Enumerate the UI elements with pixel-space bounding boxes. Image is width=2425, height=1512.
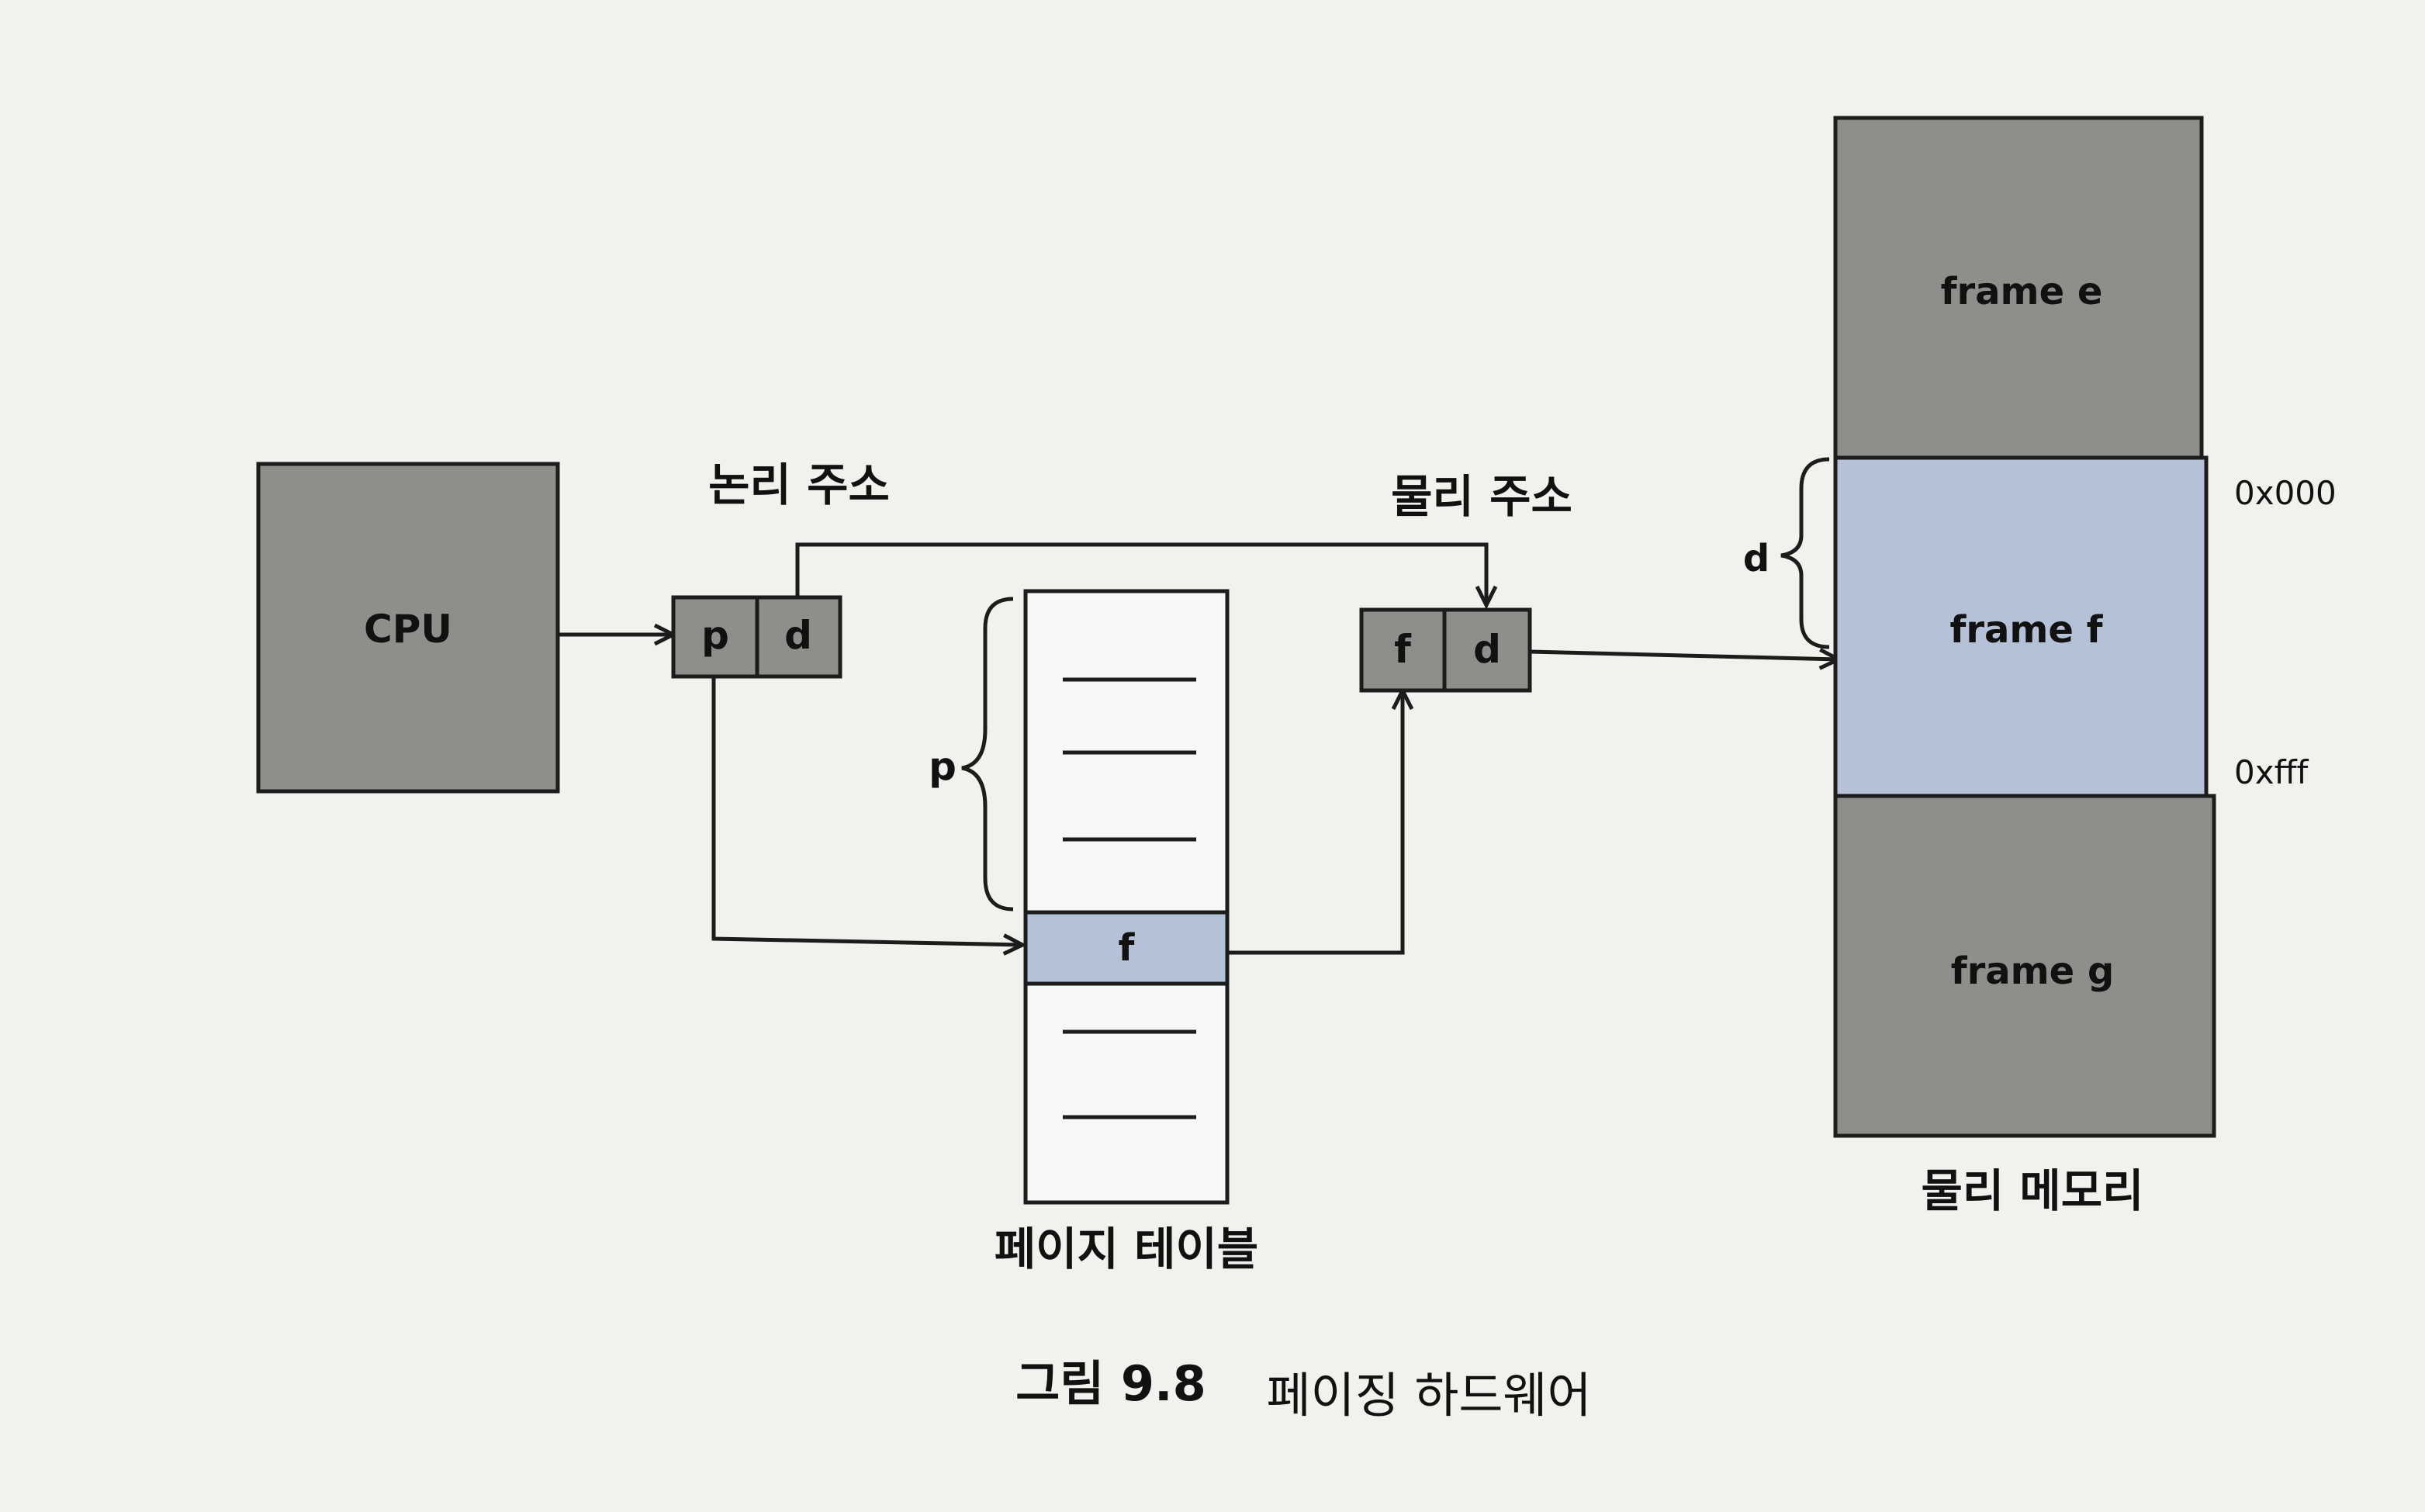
frame-f-block [1833, 455, 2209, 798]
page-number-to-table-arrow [711, 676, 1022, 945]
physical-memory: frame e frame f frame g [1833, 116, 2216, 1138]
figure-title: 페이징 하드웨어 [1267, 1367, 1592, 1424]
logical-offset-field: d [784, 613, 812, 658]
logical-address-box: p d [671, 595, 842, 679]
figure-caption: 그림 9.8 페이징 하드웨어 [1015, 1355, 1591, 1424]
physical-address-box: f d [1359, 607, 1532, 693]
offset-brace-label: d [1743, 537, 1769, 580]
end-address-label: 0xfff [2234, 753, 2309, 791]
frame-g-block [1833, 794, 2216, 1138]
cpu-box: CPU [256, 462, 560, 794]
logical-address-label: 논리 주소 [708, 458, 890, 511]
page-table-label: 페이지 테이블 [995, 1223, 1258, 1275]
frame-f-label: frame f [1949, 608, 2103, 652]
page-table: f [1023, 589, 1230, 1205]
logical-page-field: p [701, 613, 729, 658]
frame-e-label: frame e [1941, 270, 2103, 313]
start-address-label: 0x000 [2234, 474, 2337, 512]
physical-address-label: 물리 주소 [1391, 470, 1572, 523]
physical-frame-field: f [1394, 627, 1412, 672]
page-table-entry-f [1023, 910, 1230, 986]
page-index-brace [961, 597, 1014, 912]
physical-offset-field: d [1473, 627, 1501, 672]
frame-g-label: frame g [1951, 950, 2115, 993]
frame-e-block [1833, 116, 2204, 460]
physical-memory-label: 물리 메모리 [1922, 1164, 2144, 1217]
page-index-brace-label: p [929, 744, 957, 789]
frame-number-to-physical-arrow [1227, 690, 1403, 955]
offset-copy-arrow [795, 542, 1486, 605]
physical-address-to-memory-arrow [1529, 652, 1839, 659]
page-table-entry-label: f [1119, 926, 1136, 970]
offset-brace [1780, 457, 1830, 649]
figure-number: 그림 9.8 [1015, 1355, 1206, 1412]
cpu-label: CPU [364, 607, 452, 652]
